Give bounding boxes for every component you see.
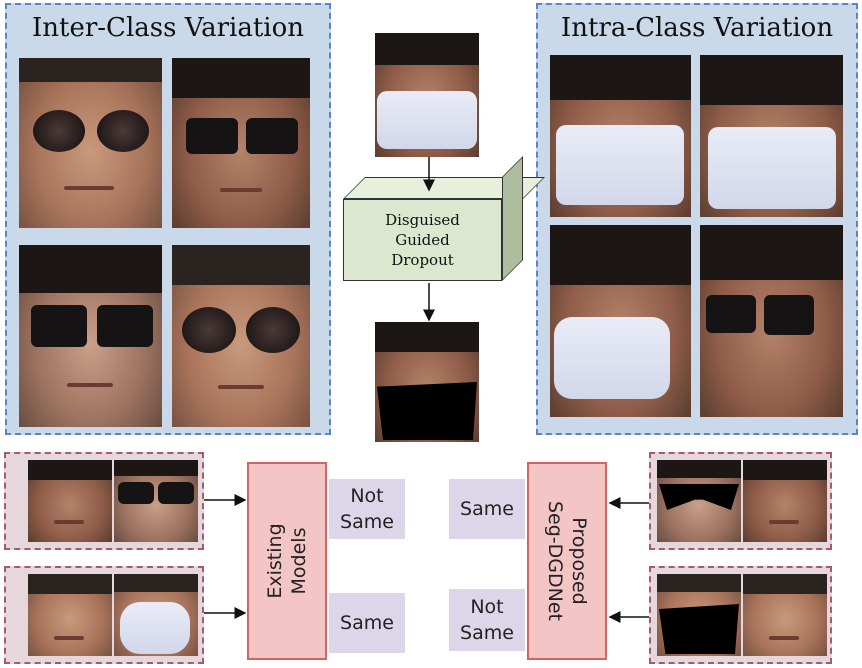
inter-class-title: Inter-Class Variation — [31, 13, 305, 43]
pair-face-clear — [28, 460, 112, 542]
verdict-line: Same — [460, 498, 514, 520]
face-photo-man-sunglasses-2 — [19, 245, 162, 427]
face-photo-woman-sunglasses — [19, 58, 162, 228]
inter-class-panel: Inter-Class Variation — [5, 3, 331, 435]
pair-face-segmented-mouth — [657, 574, 741, 656]
output-face-segmented — [375, 322, 479, 442]
face-photo-masked-side — [550, 225, 691, 417]
face-photo-masked-tilted — [700, 55, 843, 217]
verdict-existing-top: Not Same — [329, 479, 405, 539]
pair-face-clear-2 — [743, 460, 827, 542]
pair-box-proposed-1 — [649, 452, 832, 550]
face-photo-masked-front — [550, 55, 691, 217]
intra-class-title: Intra-Class Variation — [560, 13, 834, 43]
verdict-proposed-top: Same — [449, 479, 525, 539]
pair-box-existing-2 — [4, 566, 204, 664]
pair-face-segmented-eyes — [657, 460, 741, 542]
block-line-3: Dropout — [391, 251, 454, 269]
face-photo-man-sunglasses — [172, 58, 310, 228]
input-face-masked — [375, 33, 479, 157]
verdict-line: Not — [350, 485, 384, 507]
pair-box-existing-1 — [4, 452, 204, 550]
proposed-model-box: Proposed Seg-DGDNet — [527, 462, 607, 660]
verdict-proposed-bottom: Not Same — [449, 589, 525, 651]
block-line-2: Guided — [395, 231, 450, 249]
face-photo-sunglasses-side — [700, 225, 843, 417]
intra-class-panel: Intra-Class Variation — [536, 3, 858, 435]
verdict-line: Not — [470, 596, 504, 618]
pair-face-woman-clear — [28, 574, 112, 656]
verdict-line: Same — [340, 612, 394, 634]
block-line-1: Disguised — [385, 211, 460, 229]
pair-face-woman-masked — [114, 574, 198, 656]
pair-face-sunglasses — [114, 460, 198, 542]
disguised-guided-dropout-block: Disguised Guided Dropout — [343, 199, 502, 281]
pair-box-proposed-2 — [649, 566, 832, 664]
pair-face-woman-clear-2 — [743, 574, 827, 656]
verdict-line: Same — [340, 511, 394, 533]
existing-models-box: Existing Models — [247, 462, 327, 660]
verdict-existing-bottom: Same — [329, 593, 405, 653]
verdict-line: Same — [460, 622, 514, 644]
face-photo-woman-sunglasses-2 — [172, 245, 310, 427]
